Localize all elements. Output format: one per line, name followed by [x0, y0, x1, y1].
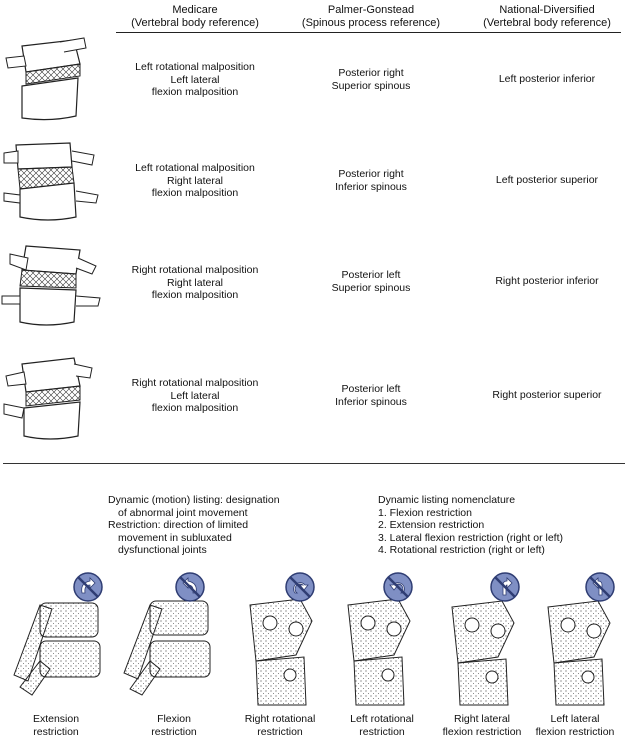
definition-line: Dynamic (motion) listing: designation: [108, 494, 280, 506]
header-rule: [116, 32, 621, 33]
header-title: National-Diversified: [499, 4, 595, 16]
caption-line: flexion restriction: [442, 725, 522, 738]
caption-left-rotational-restriction: Left rotational restriction: [332, 713, 432, 738]
cell-line: Right posterior superior: [492, 389, 602, 401]
caption-line: restriction: [151, 725, 197, 738]
cell-line: Right rotational malposition: [131, 377, 259, 389]
vertebra-sketch-2: [3, 142, 99, 221]
caption-right-lateral-flexion-restriction: Right lateral flexion restriction: [432, 713, 532, 738]
vertebra-sketch-4: [3, 357, 93, 440]
row1-palmer: Posterior right Superior spinous: [286, 67, 456, 92]
cell-line: Posterior left: [341, 269, 401, 281]
definition-line: dysfunctional joints: [118, 544, 207, 556]
caption-line: flexion restriction: [535, 725, 615, 738]
cell-line: flexion malposition: [151, 402, 239, 414]
row2-national: Left posterior superior: [462, 174, 625, 187]
nomenclature-title: Dynamic listing nomenclature: [378, 494, 516, 506]
caption-right-rotational-restriction: Right rotational restriction: [230, 713, 330, 738]
spine-illustration-left-rotational: [347, 598, 411, 706]
caption-extension-restriction: Extension restriction: [6, 713, 106, 738]
nomenclature-item: 3. Lateral flexion restriction (right or…: [378, 531, 563, 544]
left-rotational-restriction-icon: [383, 572, 413, 602]
header-subtitle: (Vertebral body reference): [131, 17, 259, 29]
caption-line: restriction: [359, 725, 405, 738]
row4-national: Right posterior superior: [462, 389, 625, 402]
spine-illustration-left-lateral-flexion: [547, 600, 611, 706]
cell-line: flexion malposition: [151, 289, 239, 301]
header-palmer-gonstead: Palmer-Gonstead (Spinous process referen…: [286, 4, 456, 30]
vertebra-sketch-3: [1, 245, 101, 326]
row2-palmer: Posterior right Inferior spinous: [286, 168, 456, 193]
nomenclature-item: 4. Rotational restriction (right or left…: [378, 544, 545, 556]
caption-line: Left rotational: [350, 713, 414, 725]
definition-line: of abnormal joint movement: [118, 506, 248, 519]
cell-line: Left posterior superior: [495, 174, 599, 186]
cell-line: Right lateral: [166, 174, 224, 187]
cell-line: Posterior left: [341, 383, 401, 395]
caption-line: restriction: [257, 725, 303, 738]
caption-line: Right lateral: [453, 713, 511, 725]
header-title: Palmer-Gonstead: [327, 4, 415, 16]
cell-line: Left lateral: [170, 389, 220, 402]
caption-line: Left lateral: [550, 713, 600, 725]
right-lateral-flexion-restriction-icon: [490, 572, 520, 602]
right-rotational-restriction-icon: [285, 572, 315, 602]
caption-line: restriction: [33, 725, 79, 738]
caption-line: Flexion: [157, 713, 191, 725]
row1-national: Left posterior inferior: [462, 73, 625, 86]
vertebra-sketch-1: [5, 37, 87, 121]
caption-line: Extension: [32, 713, 80, 725]
row3-palmer: Posterior left Superior spinous: [286, 269, 456, 294]
row4-medicare: Right rotational malposition Left latera…: [110, 377, 280, 415]
row3-medicare: Right rotational malposition Right later…: [110, 264, 280, 302]
header-national-diversified: National-Diversified (Vertebral body ref…: [462, 4, 625, 30]
spine-illustration-extension: [13, 602, 101, 696]
row4-palmer: Posterior left Inferior spinous: [286, 383, 456, 408]
section-divider: [3, 463, 625, 464]
row3-national: Right posterior inferior: [462, 275, 625, 288]
cell-line: flexion malposition: [151, 86, 239, 98]
cell-line: Superior spinous: [331, 281, 411, 294]
cell-line: Posterior right: [338, 67, 404, 79]
header-subtitle: (Vertebral body reference): [483, 17, 611, 29]
definition-line: Restriction: direction of limited: [108, 519, 249, 531]
nomenclature-item: 1. Flexion restriction: [378, 506, 472, 519]
spine-illustration-flexion: [123, 600, 211, 696]
cell-line: Left posterior inferior: [498, 73, 596, 85]
dynamic-nomenclature: Dynamic listing nomenclature 1. Flexion …: [378, 494, 563, 557]
restriction-illustrations: [13, 572, 615, 706]
cell-line: Left rotational malposition: [135, 61, 255, 73]
dynamic-definition: Dynamic (motion) listing: designation of…: [108, 494, 280, 557]
cell-line: flexion malposition: [151, 187, 239, 199]
row1-medicare: Left rotational malposition Left lateral…: [110, 61, 280, 99]
header-title: Medicare: [172, 4, 218, 16]
header-medicare: Medicare (Vertebral body reference): [110, 4, 280, 30]
cell-line: Right lateral: [166, 276, 224, 289]
cell-line: Superior spinous: [331, 79, 411, 92]
spine-illustration-right-lateral-flexion: [451, 600, 515, 706]
caption-flexion-restriction: Flexion restriction: [124, 713, 224, 738]
extension-restriction-icon: [73, 572, 103, 602]
definition-line: movement in subluxated: [118, 531, 232, 544]
left-lateral-flexion-restriction-icon: [585, 572, 615, 602]
nomenclature-item: 2. Extension restriction: [378, 519, 485, 531]
caption-left-lateral-flexion-restriction: Left lateral flexion restriction: [525, 713, 625, 738]
cell-line: Inferior spinous: [335, 180, 407, 193]
cell-line: Right posterior inferior: [495, 275, 599, 287]
spine-illustration-right-rotational: [249, 598, 313, 706]
header-subtitle: (Spinous process reference): [301, 17, 441, 29]
cell-line: Inferior spinous: [335, 395, 407, 408]
cell-line: Left lateral: [170, 73, 220, 86]
cell-line: Right rotational malposition: [131, 264, 259, 276]
cell-line: Left rotational malposition: [135, 162, 255, 174]
flexion-restriction-icon: [175, 572, 205, 602]
cell-line: Posterior right: [338, 168, 404, 180]
row2-medicare: Left rotational malposition Right latera…: [110, 162, 280, 200]
caption-line: Right rotational: [244, 713, 316, 725]
